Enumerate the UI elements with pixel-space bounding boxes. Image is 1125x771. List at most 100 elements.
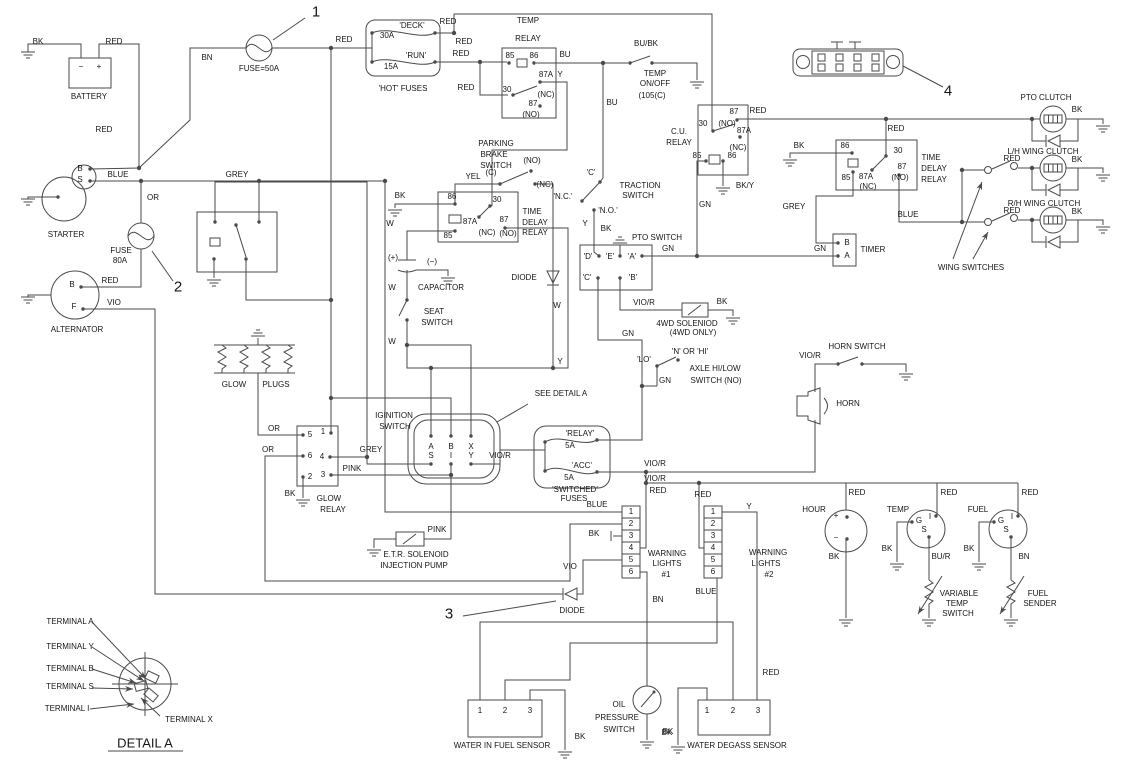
wl1-l1: WARNING bbox=[647, 549, 687, 558]
wire-pto-c-gn bbox=[597, 278, 643, 386]
fourwd-l2: (4WD ONLY) bbox=[669, 328, 717, 337]
see-detail: SEE DETAIL A bbox=[534, 389, 588, 398]
wl2-p2: 2 bbox=[710, 519, 716, 528]
wl2-l3: #2 bbox=[764, 570, 774, 579]
pb-nc: (NC) bbox=[536, 180, 554, 189]
tsw-c: 'C' bbox=[586, 168, 596, 177]
cu-relay-box bbox=[697, 104, 749, 176]
glow-relay-l1: GLOW bbox=[316, 494, 342, 503]
glow-relay-l2: RELAY bbox=[320, 505, 346, 514]
sf-l2: FUSES bbox=[560, 494, 588, 503]
cu-l2: RELAY bbox=[666, 138, 692, 147]
starter-motor bbox=[41, 164, 97, 222]
mtdr-l1: TIME bbox=[522, 207, 542, 216]
switched-fuses-box bbox=[533, 425, 611, 489]
term-b: TERMINAL B bbox=[46, 664, 94, 673]
starter-term-s: S bbox=[77, 175, 83, 184]
wire-battery-positive bbox=[89, 43, 246, 170]
fs-l2: SENDER bbox=[1023, 599, 1057, 608]
tr-30: 30 bbox=[502, 85, 512, 94]
pto-switch-box bbox=[579, 244, 653, 291]
wl1-p4: 4 bbox=[628, 543, 634, 552]
callout-4-line bbox=[902, 65, 944, 88]
vio-r-4wd: VIO/R bbox=[633, 298, 655, 307]
cu-87a: 87A bbox=[736, 126, 752, 135]
seat-l2: SWITCH bbox=[421, 318, 453, 327]
run-fuse: 'RUN' bbox=[405, 51, 427, 60]
blue-wl2: BLUE bbox=[695, 587, 717, 596]
vts-l1: VARIABLE bbox=[939, 589, 979, 598]
temp-relay-l2: RELAY bbox=[515, 34, 541, 43]
battery-minus: − bbox=[78, 62, 84, 71]
traction-switch bbox=[580, 180, 602, 212]
wire-axle bbox=[597, 356, 677, 441]
term-a: TERMINAL A bbox=[46, 617, 94, 626]
starter-relay-box bbox=[196, 211, 278, 273]
axle-lo: 'LO' bbox=[637, 355, 651, 364]
gn-5: GN bbox=[659, 376, 671, 385]
wire-wl1-p2 bbox=[264, 455, 622, 582]
fuel-gauge-symbol bbox=[988, 509, 1028, 549]
plugs: PLUGS bbox=[262, 380, 290, 389]
diode-bot: DIODE bbox=[559, 606, 585, 615]
horn: HORN bbox=[836, 399, 860, 408]
grey-wire-1: GREY bbox=[225, 170, 249, 179]
rtdr-87: 87 bbox=[897, 162, 907, 171]
wire-degass-p1-gnd bbox=[677, 687, 708, 745]
mtdr-87a: 87A bbox=[462, 217, 478, 226]
temp-onoff-l3: (105(C) bbox=[638, 91, 666, 100]
ign-x: X bbox=[468, 442, 474, 451]
bk-wd: BK bbox=[661, 728, 673, 737]
run-15a: 15A bbox=[383, 62, 399, 71]
bk-rtdr: BK bbox=[793, 141, 805, 150]
sf-acc: 'ACC' bbox=[572, 461, 592, 470]
red-rtdr: RED bbox=[887, 124, 905, 133]
bk-hour: BK bbox=[828, 552, 840, 561]
ign-b: B bbox=[448, 442, 454, 451]
red-fuel: RED bbox=[1021, 488, 1039, 497]
wire-traction-no bbox=[581, 181, 601, 257]
rtdr-l2: DELAY bbox=[921, 164, 947, 173]
vio-r-1: VIO/R bbox=[644, 459, 666, 468]
temp-onoff-l2: ON/OFF bbox=[639, 79, 671, 88]
detail-a-drawing bbox=[89, 621, 183, 752]
wd-p2: 2 bbox=[730, 706, 736, 715]
tr-86: 86 bbox=[529, 51, 539, 60]
vio-r-2: VIO/R bbox=[644, 474, 666, 483]
red-wl1: RED bbox=[649, 486, 667, 495]
horn-switch: HORN SWITCH bbox=[828, 342, 886, 351]
oil-pressure-switch-symbol bbox=[632, 685, 662, 715]
rtdr-no: (NO) bbox=[891, 173, 909, 182]
fuel-gauge: FUEL bbox=[967, 505, 989, 514]
wd-label: WATER DEGASS SENSOR bbox=[687, 741, 787, 750]
warning-lights-1-box bbox=[621, 505, 641, 579]
gn-4: GN bbox=[622, 329, 634, 338]
hour-meter: HOUR bbox=[802, 505, 826, 514]
fourwd-l1: 4WD SOLENIOD bbox=[656, 319, 718, 328]
wires bbox=[27, 13, 1104, 750]
etr-l1: E.T.R. SOLENOID bbox=[383, 550, 449, 559]
etr-l2: INJECTION PUMP bbox=[380, 561, 448, 570]
time-delay-relay-mid bbox=[437, 191, 519, 243]
wire-mtdr bbox=[394, 203, 569, 369]
wd-p3: 3 bbox=[755, 706, 761, 715]
fg-s: S bbox=[1003, 525, 1009, 534]
wire-cu-relay bbox=[696, 118, 1040, 256]
callout-3-line bbox=[462, 600, 557, 617]
seat-l1: SEAT bbox=[423, 307, 445, 316]
wire-wl2-p6 bbox=[504, 578, 718, 700]
bk-temp: BK bbox=[881, 544, 893, 553]
hot-fuses-box bbox=[365, 19, 441, 77]
mtdr-nc: (NC) bbox=[478, 228, 496, 237]
gr-p6: 6 bbox=[307, 451, 313, 460]
cu-30: 30 bbox=[698, 119, 708, 128]
fuse-80a-l1: FUSE bbox=[110, 246, 132, 255]
starter-term-b: B bbox=[77, 164, 83, 173]
tr-no: (NO) bbox=[522, 110, 540, 119]
bk-oil: BK bbox=[662, 727, 674, 736]
hot-fuses: 'HOT' FUSES bbox=[378, 84, 428, 93]
temp-onoff-l1: TEMP bbox=[643, 69, 667, 78]
hour-plus: + bbox=[833, 511, 839, 520]
wl1-p1: 1 bbox=[628, 507, 634, 516]
